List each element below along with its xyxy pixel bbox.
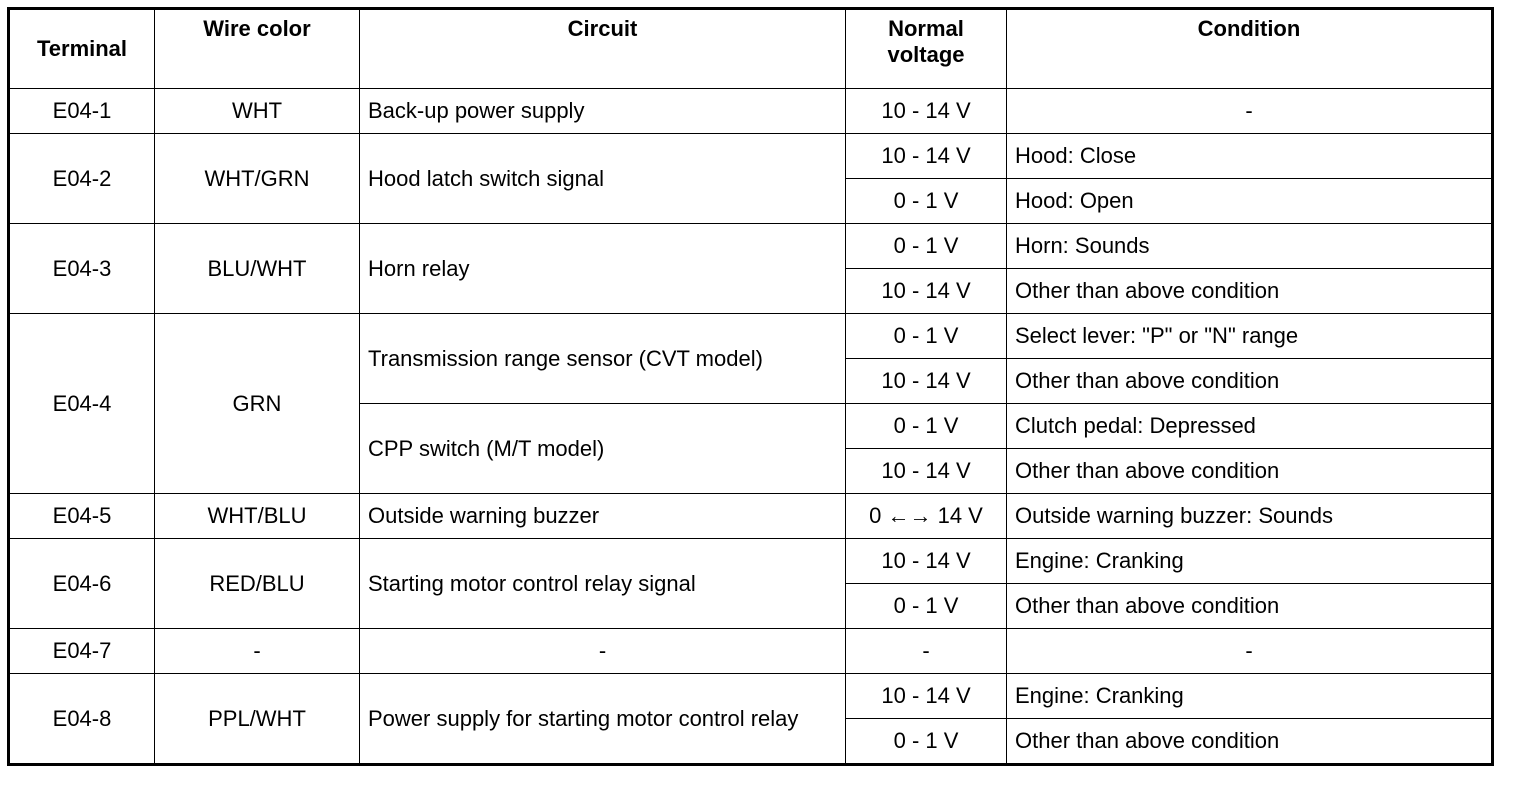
voltage-cell: 10 - 14 V: [845, 538, 1007, 584]
table-row: E04-8 PPL/WHT Power supply for starting …: [8, 673, 1493, 765]
condition-cell: -: [1006, 628, 1493, 674]
header-condition: Condition: [1006, 8, 1493, 89]
table-row: 0 - 1 V Hood: Open: [9, 178, 1493, 224]
header-terminal: Terminal: [8, 8, 155, 89]
table-row: E04-4 GRN Transmission range sensor (CVT…: [8, 313, 1493, 494]
wire-color-cell: RED/BLU: [154, 538, 360, 629]
circuit-cell: Hood latch switch signal: [359, 133, 846, 224]
terminal-table: Terminal Wire color Circuit Normal volta…: [7, 7, 1494, 766]
wire-color-cell: -: [154, 628, 360, 674]
wire-color-cell: PPL/WHT: [154, 673, 360, 765]
voltage-cell: 0 - 1 V: [845, 718, 1007, 765]
table-row: E04-7 - - - -: [8, 628, 1493, 674]
terminal-cell: E04-7: [8, 628, 155, 674]
table-row: E04-6 RED/BLU Starting motor control rel…: [8, 538, 1493, 629]
wire-color-cell: WHT/BLU: [154, 493, 360, 539]
terminal-cell: E04-2: [8, 133, 155, 224]
circuit-cell: Outside warning buzzer: [359, 493, 846, 539]
wire-color-cell: WHT/GRN: [154, 133, 360, 224]
voltage-cell: -: [845, 628, 1007, 674]
wire-color-cell: WHT: [154, 88, 360, 134]
voltage-cell: 0 ←→ 14 V: [845, 493, 1007, 539]
voltage-cell: 10 - 14 V: [845, 448, 1007, 494]
table-row: 0 - 1 V Other than above condition: [9, 583, 1493, 629]
terminal-table-container: Terminal Wire color Circuit Normal volta…: [7, 7, 1494, 766]
voltage-cell: 0 - 1 V: [845, 223, 1007, 269]
voltage-cell: 10 - 14 V: [845, 358, 1007, 404]
table-row: E04-2 WHT/GRN Hood latch switch signal 1…: [8, 133, 1493, 224]
header-normal-voltage: Normal voltage: [845, 8, 1007, 89]
circuit-cell: Horn relay: [359, 223, 846, 314]
condition-cell: Select lever: "P" or "N" range: [1006, 313, 1493, 359]
terminal-cell: E04-8: [8, 673, 155, 765]
circuit-cell: -: [359, 628, 846, 674]
header-row: Terminal Wire color Circuit Normal volta…: [8, 8, 1493, 89]
voltage-cell: 10 - 14 V: [845, 133, 1007, 179]
voltage-cell: 0 - 1 V: [845, 178, 1007, 224]
header-wire-color: Wire color: [154, 8, 360, 89]
condition-cell: -: [1006, 88, 1493, 134]
voltage-cell: 10 - 14 V: [845, 88, 1007, 134]
condition-cell: Other than above condition: [1006, 358, 1493, 404]
table-row: 0 - 1 V Other than above condition: [9, 718, 1493, 765]
condition-cell: Clutch pedal: Depressed: [1006, 403, 1493, 449]
condition-cell: Engine: Cranking: [1006, 538, 1493, 584]
terminal-cell: E04-4: [8, 313, 155, 494]
circuit-cell: Back-up power supply: [359, 88, 846, 134]
table-row: 10 - 14 V Other than above condition: [9, 448, 1493, 494]
header-circuit: Circuit: [359, 8, 846, 89]
condition-cell: Outside warning buzzer: Sounds: [1006, 493, 1493, 539]
wire-color-cell: GRN: [154, 313, 360, 494]
condition-cell: Hood: Open: [1006, 178, 1493, 224]
terminal-cell: E04-3: [8, 223, 155, 314]
terminal-cell: E04-5: [8, 493, 155, 539]
terminal-cell: E04-6: [8, 538, 155, 629]
condition-cell: Other than above condition: [1006, 583, 1493, 629]
voltage-cell: 0 - 1 V: [845, 403, 1007, 449]
table-row: 10 - 14 V Other than above condition: [9, 358, 1493, 404]
condition-cell: Hood: Close: [1006, 133, 1493, 179]
voltage-cell: 0 - 1 V: [845, 583, 1007, 629]
table-row: E04-1 WHT Back-up power supply 10 - 14 V…: [8, 88, 1493, 134]
circuit-cell: Power supply for starting motor control …: [359, 673, 846, 765]
wire-color-cell: BLU/WHT: [154, 223, 360, 314]
voltage-cell: 10 - 14 V: [845, 673, 1007, 719]
condition-cell: Horn: Sounds: [1006, 223, 1493, 269]
circuit-cell: CPP switch (M/T model): [359, 403, 846, 494]
condition-cell: Other than above condition: [1006, 448, 1493, 494]
condition-cell: Other than above condition: [1006, 268, 1493, 314]
circuit-cell: Starting motor control relay signal: [359, 538, 846, 629]
voltage-cell: 10 - 14 V: [845, 268, 1007, 314]
condition-cell: Other than above condition: [1006, 718, 1493, 765]
table-row: E04-3 BLU/WHT Horn relay 0 - 1 V Horn: S…: [8, 223, 1493, 314]
voltage-cell: 0 - 1 V: [845, 313, 1007, 359]
table-row: E04-5 WHT/BLU Outside warning buzzer 0 ←…: [8, 493, 1493, 539]
circuit-cell: Transmission range sensor (CVT model): [359, 313, 846, 404]
terminal-cell: E04-1: [8, 88, 155, 134]
condition-cell: Engine: Cranking: [1006, 673, 1493, 719]
